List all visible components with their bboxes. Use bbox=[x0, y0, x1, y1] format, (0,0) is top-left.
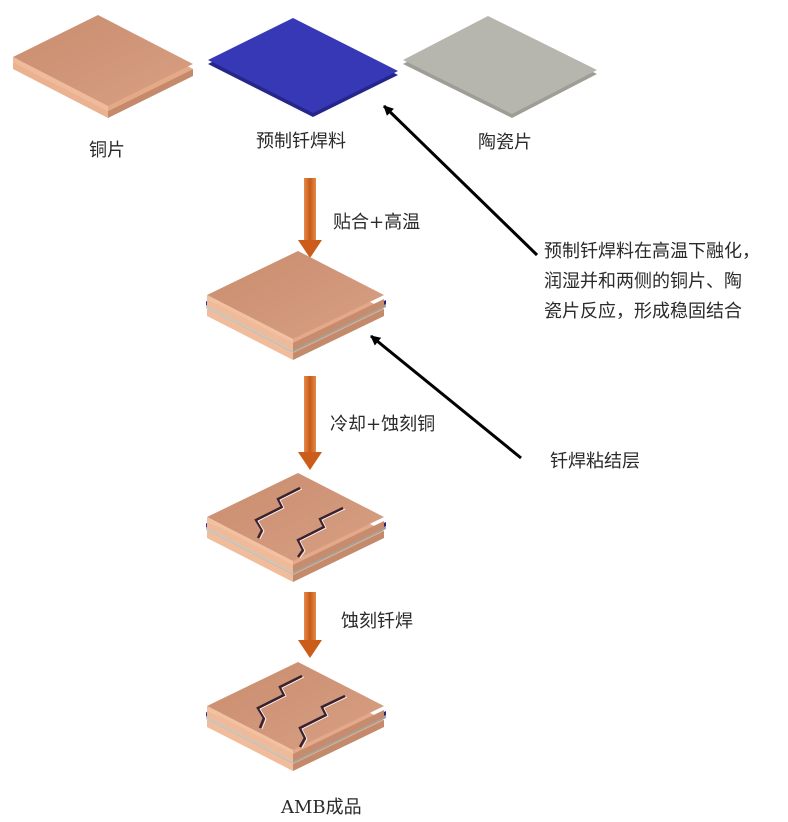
pointer-arrow-bond-layer bbox=[370, 334, 522, 460]
step1-label: 贴合+高温 bbox=[333, 212, 421, 233]
process-arrow-2 bbox=[298, 376, 322, 470]
etched-stack bbox=[206, 473, 386, 582]
copper-label: 铜片 bbox=[89, 140, 125, 161]
brazing-sheet bbox=[208, 18, 398, 117]
pointer-arrow-brazing bbox=[382, 104, 539, 257]
process-arrow-3 bbox=[298, 592, 322, 658]
bond-layer-label: 钎焊粘结层 bbox=[550, 451, 640, 472]
ceramic-sheet bbox=[403, 16, 597, 118]
reaction-note-line-2: 润湿并和两侧的铜片、陶 bbox=[544, 271, 742, 292]
process-arrow-1 bbox=[298, 178, 322, 258]
amb-product-label: AMB成品 bbox=[281, 797, 362, 818]
ceramic-label: 陶瓷片 bbox=[478, 132, 532, 153]
reaction-note-line-1: 预制钎焊料在高温下融化， bbox=[544, 241, 760, 262]
reaction-note: 预制钎焊料在高温下融化， 润湿并和两侧的铜片、陶 瓷片反应，形成稳固结合 bbox=[544, 237, 760, 327]
brazing-label: 预制钎焊料 bbox=[256, 131, 346, 152]
step3-label: 蚀刻钎焊 bbox=[341, 611, 413, 632]
amb-product-stack bbox=[206, 662, 386, 771]
copper-plate bbox=[13, 15, 193, 118]
bonded-stack bbox=[206, 251, 386, 360]
step2-label: 冷却+蚀刻铜 bbox=[330, 414, 436, 435]
reaction-note-line-3: 瓷片反应，形成稳固结合 bbox=[544, 301, 742, 322]
